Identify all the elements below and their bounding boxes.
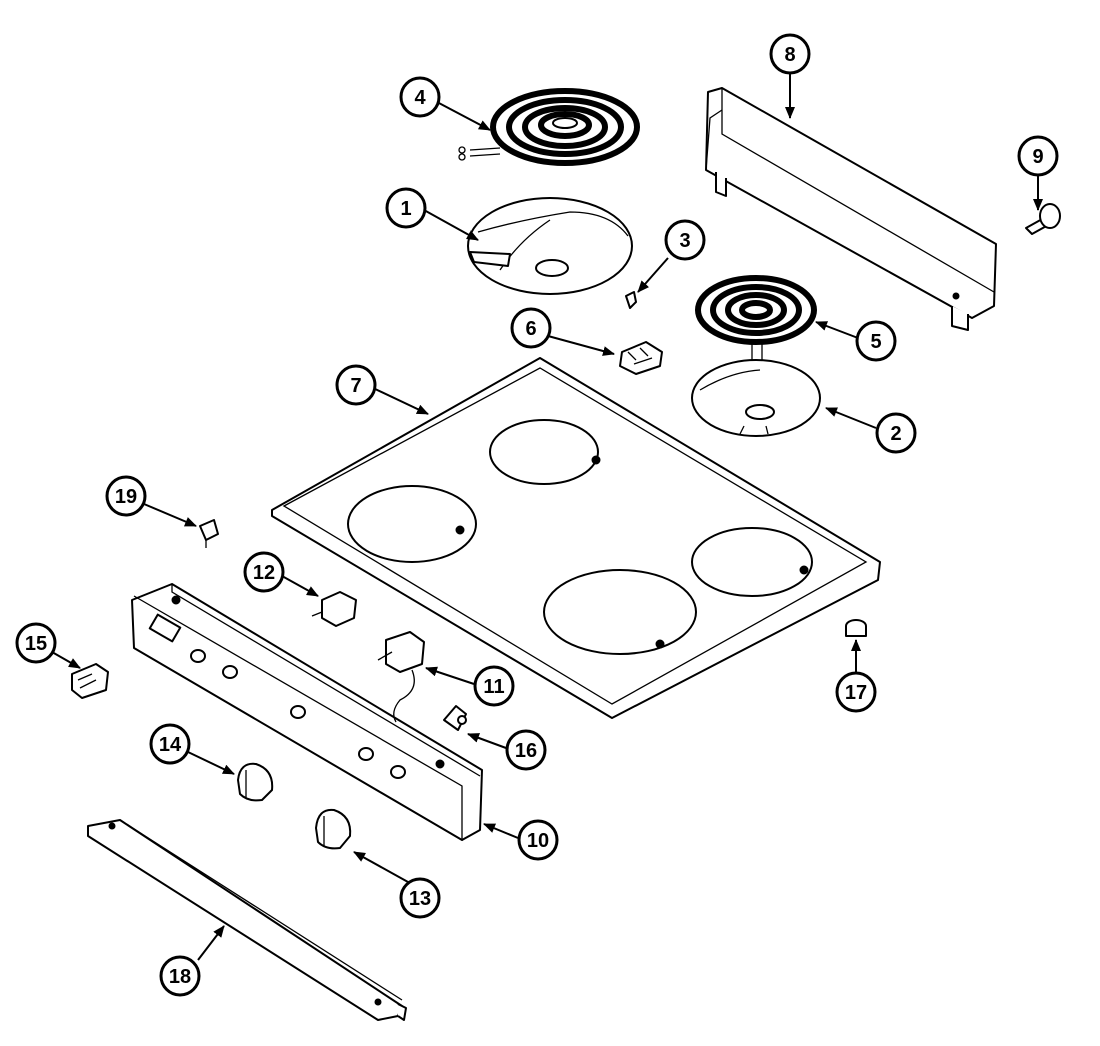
callout-12: 12 (243, 551, 285, 593)
svg-text:10: 10 (527, 830, 549, 852)
surface-element-small (695, 275, 817, 378)
svg-text:8: 8 (784, 44, 795, 66)
callout-5: 5 (855, 320, 897, 362)
svg-text:4: 4 (414, 87, 426, 109)
callout-4: 4 (399, 76, 441, 118)
callout-10: 10 (517, 819, 559, 861)
knob-left (237, 762, 274, 802)
callout-13: 13 (399, 877, 441, 919)
svg-text:16: 16 (515, 740, 537, 762)
svg-text:11: 11 (483, 676, 504, 698)
main-top (271, 357, 881, 719)
svg-text:12: 12 (253, 562, 275, 584)
clip (199, 519, 219, 548)
callout-18: 18 (159, 955, 201, 997)
trim-strip (87, 819, 407, 1021)
callout-11: 11 (473, 665, 515, 707)
backguard-panel (705, 87, 997, 331)
control-panel (131, 583, 483, 842)
callout-15: 15 (15, 622, 57, 664)
drip-bowl-large (467, 197, 633, 295)
svg-text:15: 15 (25, 633, 47, 655)
callout-6: 6 (510, 307, 552, 349)
svg-text:17: 17 (845, 682, 867, 704)
callout-19: 19 (105, 475, 147, 517)
infinite-switch (377, 631, 425, 723)
svg-text:18: 18 (169, 966, 191, 988)
foot (845, 619, 867, 637)
callout-3: 3 (664, 219, 706, 261)
svg-text:7: 7 (350, 375, 361, 397)
bumper-post (1025, 203, 1061, 235)
callout-2: 2 (875, 412, 917, 454)
callout-7: 7 (335, 364, 377, 406)
callout-9: 9 (1017, 135, 1059, 177)
drip-bowl-small (691, 359, 821, 437)
svg-text:6: 6 (525, 318, 536, 340)
callout-17: 17 (835, 671, 877, 713)
svg-text:2: 2 (890, 423, 901, 445)
svg-text:14: 14 (159, 734, 182, 756)
svg-text:5: 5 (870, 331, 881, 353)
callout-14: 14 (149, 723, 191, 765)
svg-text:19: 19 (115, 486, 137, 508)
indicator-light (443, 705, 467, 731)
svg-text:13: 13 (409, 888, 431, 910)
surface-element-large (458, 88, 640, 166)
callout-16: 16 (505, 729, 547, 771)
terminal-block (619, 341, 663, 375)
terminal-block-front (71, 663, 109, 699)
callout-8: 8 (769, 33, 811, 75)
switch (311, 591, 357, 627)
svg-text:1: 1 (400, 198, 411, 220)
callout-1: 1 (385, 187, 427, 229)
screw (625, 291, 637, 309)
svg-text:9: 9 (1032, 146, 1043, 168)
leader-lines (51, 72, 1043, 961)
knob-right (315, 808, 352, 850)
svg-text:3: 3 (679, 230, 690, 252)
